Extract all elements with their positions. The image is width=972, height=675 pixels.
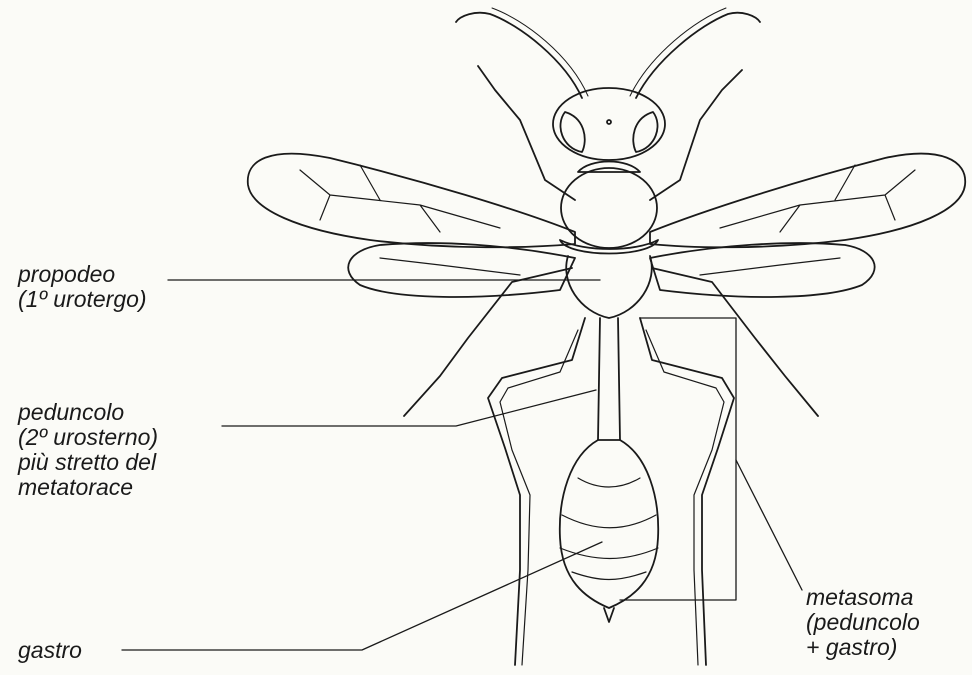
label-propodeo-line1: propodeo	[18, 262, 147, 287]
propodeum	[566, 256, 652, 318]
right-hindwing	[650, 243, 875, 297]
right-middle-leg	[652, 268, 818, 416]
label-peduncolo-line3: più stretto del	[18, 450, 158, 475]
label-gastro: gastro	[18, 638, 82, 663]
label-metasoma-line1: metasoma	[806, 585, 920, 610]
label-peduncolo: peduncolo (2º urosterno) più stretto del…	[18, 400, 158, 500]
middle-legs	[404, 268, 818, 416]
metasoma-leader	[736, 460, 802, 590]
gaster	[560, 440, 658, 622]
head	[553, 88, 665, 160]
label-metasoma-line2: (peduncolo	[806, 610, 920, 635]
right-forewing-veins	[720, 165, 915, 232]
label-gastro-line1: gastro	[18, 638, 82, 663]
mesonotum	[561, 168, 657, 248]
left-forewing	[248, 154, 575, 248]
antennae	[456, 8, 760, 98]
gaster-segments	[560, 478, 658, 580]
label-metasoma: metasoma (peduncolo + gastro)	[806, 585, 920, 660]
left-forewing-veins	[300, 165, 500, 232]
front-legs	[478, 66, 742, 200]
label-metasoma-line3: + gastro)	[806, 635, 920, 660]
label-propodeo: propodeo (1º urotergo)	[18, 262, 147, 312]
left-front-leg	[478, 66, 575, 200]
leader-lines	[122, 280, 802, 650]
wings	[248, 154, 965, 297]
right-hindwing-veins	[700, 258, 840, 275]
label-peduncolo-line1: peduncolo	[18, 400, 158, 425]
peduncolo-leader	[222, 390, 596, 426]
left-middle-leg	[404, 268, 572, 416]
left-antenna	[456, 13, 582, 98]
gaster-outline	[560, 440, 658, 608]
petiole	[598, 318, 620, 440]
left-hind-leg-edge	[500, 330, 578, 665]
metasoma-bracket	[620, 318, 736, 600]
left-hind-leg	[488, 318, 585, 665]
label-peduncolo-line2: (2º urosterno)	[18, 425, 158, 450]
pronotum	[578, 162, 640, 173]
left-hindwing-veins	[380, 258, 520, 275]
right-front-leg	[650, 70, 742, 200]
gastro-leader	[122, 542, 602, 650]
label-propodeo-line2: (1º urotergo)	[18, 287, 147, 312]
label-peduncolo-line4: metatorace	[18, 475, 158, 500]
ocelli	[607, 120, 611, 124]
right-hind-leg-edge	[646, 330, 724, 665]
sting	[604, 608, 614, 622]
right-antenna	[636, 13, 760, 98]
right-forewing	[650, 154, 965, 248]
left-hindwing	[348, 243, 575, 297]
hind-legs	[488, 318, 734, 665]
